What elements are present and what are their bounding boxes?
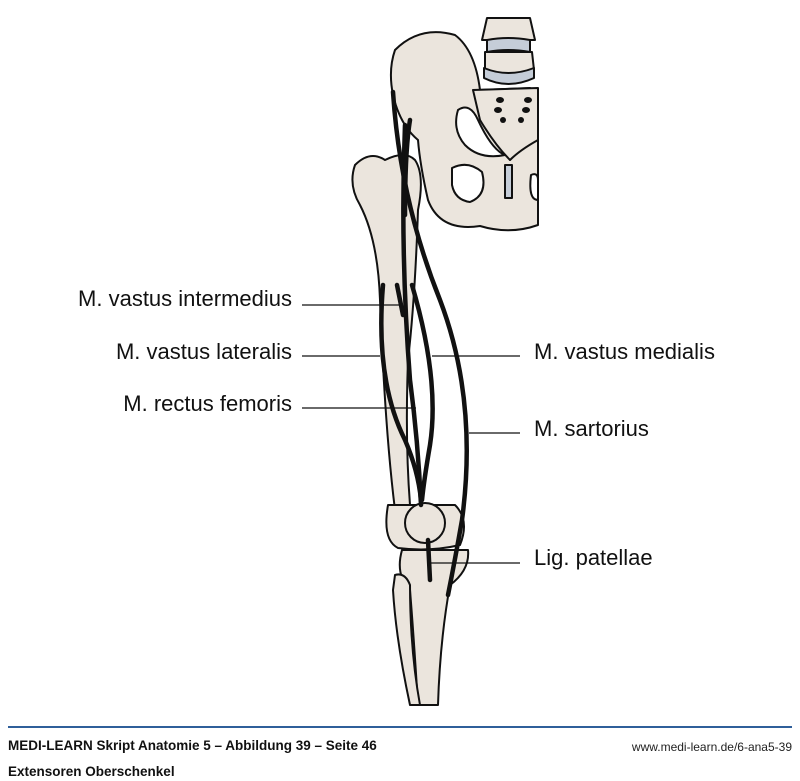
muscle-upper-tendon [402,117,413,218]
footer-source: MEDI-LEARN Skript Anatomie 5 – Abbildung… [8,738,377,753]
figure-caption: Extensoren Oberschenkel [8,764,175,779]
obturator-foramen [451,163,485,203]
patella [404,502,446,544]
muscle-vastus-lateralis [379,282,424,503]
lumbar-vertebra [481,17,536,41]
sacrum [472,87,539,161]
label-lig-patellae: Lig. patellae [534,545,653,570]
label-vastus-intermedius: M. vastus intermedius [78,286,292,311]
obturator-foramen-right [529,173,539,201]
intervertebral-disc [486,37,531,53]
label-vastus-medialis: M. vastus medialis [534,339,715,364]
thigh-extensors-illustration [302,17,539,706]
pubic-symphysis [504,164,513,199]
muscle-vastus-intermedius [394,282,406,318]
label-vastus-lateralis: M. vastus lateralis [115,339,292,364]
fibula [392,573,421,706]
footer-url[interactable]: www.medi-learn.de/6-ana5-39 [631,740,792,754]
ligament-patellae [425,537,433,583]
intervertebral-disc-lower [483,67,535,85]
label-sartorius: M. sartorius [534,416,649,441]
label-rectus-femoris: M. rectus femoris [123,391,292,416]
pelvic-inlet [455,106,506,158]
footer-divider [8,726,792,728]
muscle-vastus-medialis [409,282,435,503]
